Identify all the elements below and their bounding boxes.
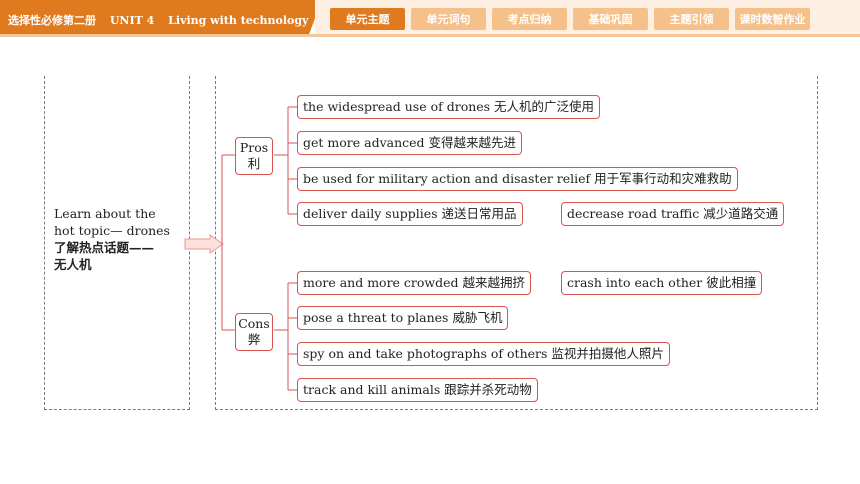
unit-number: UNIT 4 bbox=[109, 14, 155, 27]
pros-node: Pros 利 bbox=[235, 137, 273, 175]
tab-unit-vocabulary[interactable]: 单元词句 bbox=[411, 8, 486, 30]
cons-item: spy on and take photographs of others 监视… bbox=[297, 342, 670, 366]
cons-item: crash into each other 彼此相撞 bbox=[561, 271, 763, 295]
pros-item: deliver daily supplies 递送日常用品 bbox=[297, 202, 523, 226]
cons-label-en: Cons bbox=[238, 316, 270, 331]
pros-label-zh: 利 bbox=[247, 156, 261, 171]
unit-title: Living with technology bbox=[168, 14, 309, 27]
topic-text: Learn about the hot topic— drones 了解热点话题… bbox=[54, 205, 189, 273]
topic-line-3: 了解热点话题—— bbox=[54, 240, 155, 255]
pros-item: the widespread use of drones 无人机的广泛使用 bbox=[297, 95, 601, 119]
tab-homework[interactable]: 课时数智作业 bbox=[735, 8, 810, 30]
pros-item: get more advanced 变得越来越先进 bbox=[297, 131, 523, 155]
topic-line-1: Learn about the bbox=[54, 206, 156, 221]
cons-node: Cons 弊 bbox=[235, 313, 273, 351]
tab-bar: 单元主题 单元词句 考点归纳 基础巩固 主题引领 课时数智作业 bbox=[330, 8, 816, 30]
cons-label-zh: 弊 bbox=[247, 332, 261, 347]
topic-line-2: hot topic— drones bbox=[54, 223, 170, 238]
pros-item: be used for military action and disaster… bbox=[297, 167, 738, 191]
pros-item: decrease road traffic 减少道路交通 bbox=[561, 202, 785, 226]
tab-unit-theme[interactable]: 单元主题 bbox=[330, 8, 405, 30]
pros-label-en: Pros bbox=[239, 140, 269, 155]
cons-item: track and kill animals 跟踪并杀死动物 bbox=[297, 378, 538, 402]
right-arrow-icon bbox=[184, 234, 224, 254]
tab-consolidation[interactable]: 基础巩固 bbox=[573, 8, 648, 30]
cons-item: pose a threat to planes 威胁飞机 bbox=[297, 306, 509, 330]
header-bar: 选择性必修第二册 UNIT 4 Living with technology 单… bbox=[0, 0, 860, 37]
cons-item: more and more crowded 越来越拥挤 bbox=[297, 271, 532, 295]
header-title-band bbox=[0, 0, 322, 34]
tab-key-points[interactable]: 考点归纳 bbox=[492, 8, 567, 30]
tab-theme-guide[interactable]: 主题引领 bbox=[654, 8, 729, 30]
book-title: 选择性必修第二册 UNIT 4 Living with technology bbox=[8, 12, 308, 28]
header-stripe bbox=[0, 34, 860, 37]
book-volume: 选择性必修第二册 bbox=[8, 14, 96, 27]
topic-line-4: 无人机 bbox=[54, 257, 92, 272]
